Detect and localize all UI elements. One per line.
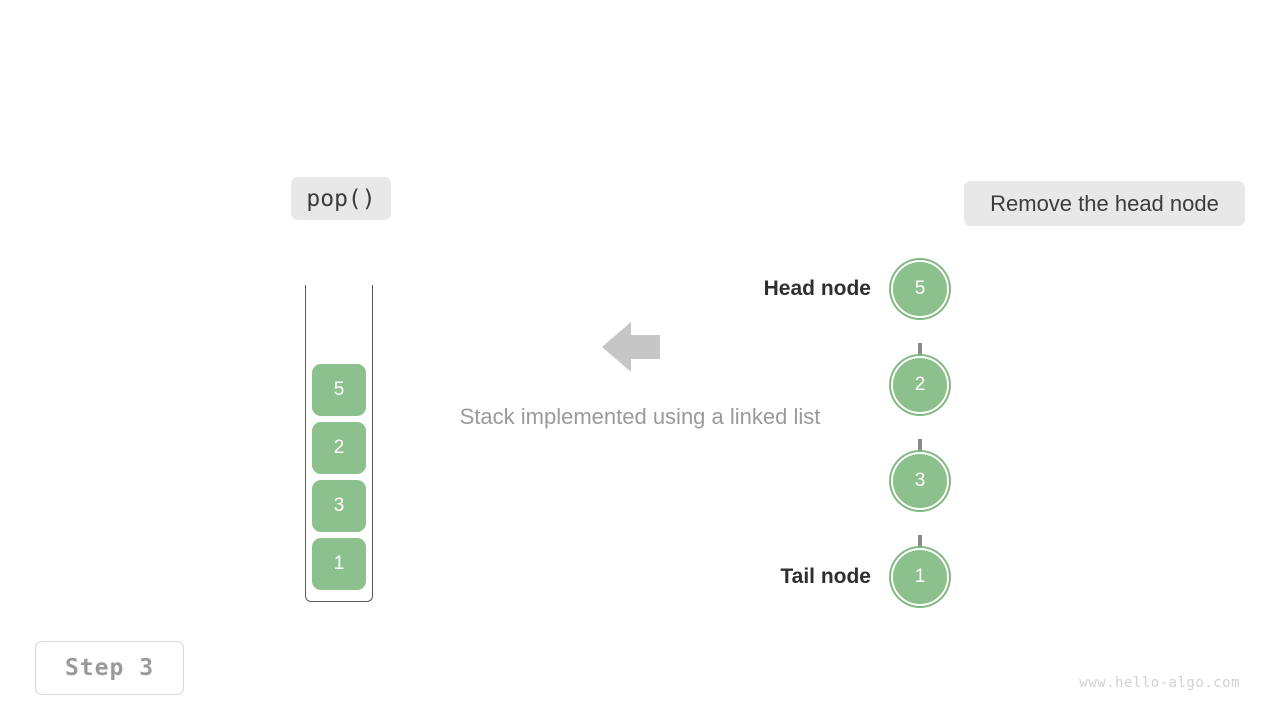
linked-list-node-value: 1	[914, 566, 926, 587]
action-description-text: Remove the head node	[990, 190, 1219, 216]
linked-list: Head node 5 2 3 Tail node 1	[764, 250, 1060, 620]
head-node-label: Head node	[763, 277, 871, 300]
stack-cell: 2	[312, 422, 366, 474]
step-indicator: Step 3	[35, 641, 184, 695]
operation-label-text: pop()	[306, 185, 376, 212]
stack-walls	[305, 285, 373, 602]
stack-cell: 1	[312, 538, 366, 590]
action-description-chip: Remove the head node	[964, 181, 1245, 226]
watermark-text: www.hello-algo.com	[1079, 675, 1240, 691]
stack-cell: 3	[312, 480, 366, 532]
stack-cell-value: 1	[333, 553, 345, 574]
stack-container: 5 2 3 1	[305, 285, 373, 602]
watermark: www.hello-algo.com	[1079, 675, 1240, 691]
linked-list-node: 3	[891, 452, 949, 510]
flow-arrow-left-icon	[602, 322, 660, 372]
stack-cell: 5	[312, 364, 366, 416]
linked-list-node-head: Head node 5	[764, 260, 949, 318]
operation-label-chip: pop()	[291, 177, 391, 220]
linked-list-node: 2	[891, 356, 949, 414]
stack-cell-value: 2	[333, 437, 345, 458]
diagram-caption-text: Stack implemented using a linked list	[459, 404, 821, 429]
step-indicator-text: Step 3	[64, 655, 155, 681]
linked-list-node-value: 3	[914, 470, 926, 491]
tail-node-label: Tail node	[780, 565, 871, 588]
stack-cell-value: 3	[333, 495, 345, 516]
diagram-caption: Stack implemented using a linked list	[0, 404, 1280, 430]
stack-cell-value: 5	[333, 379, 345, 400]
linked-list-node-value: 5	[914, 278, 926, 299]
linked-list-node-tail: Tail node 1	[780, 548, 949, 606]
linked-list-node-value: 2	[914, 374, 926, 395]
